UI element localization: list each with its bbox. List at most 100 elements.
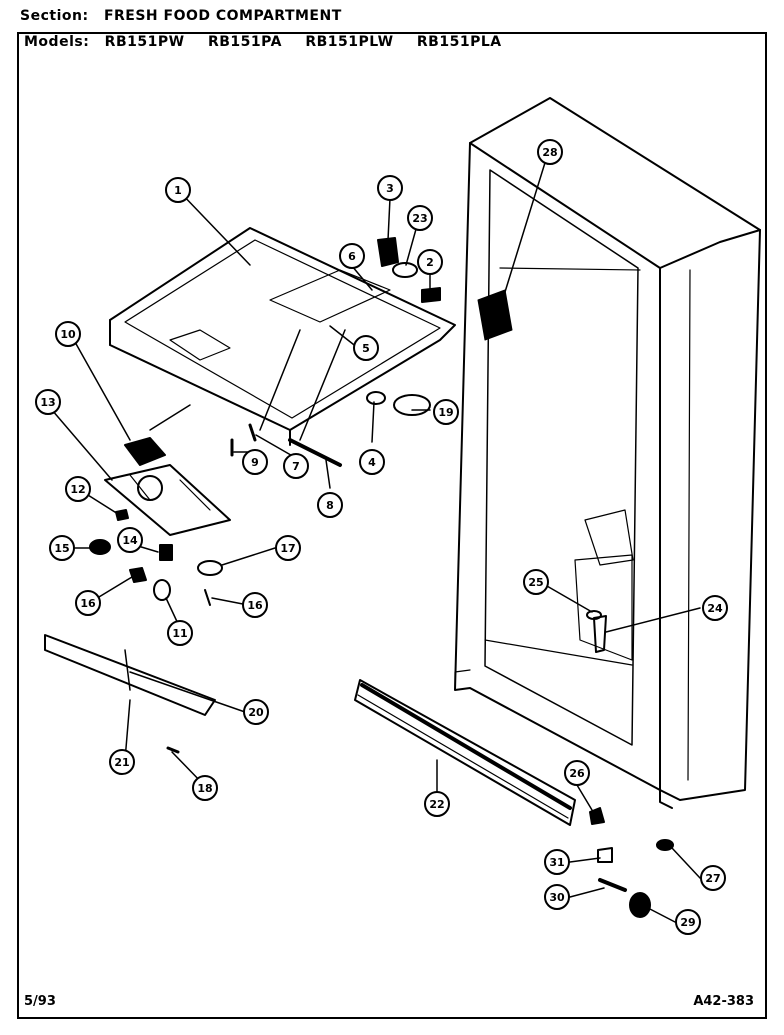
duct-strip xyxy=(288,438,342,467)
callout-label: 28 xyxy=(542,146,557,159)
callout-11: 11 xyxy=(167,620,193,646)
callout-label: 1 xyxy=(174,184,182,197)
callout-label: 9 xyxy=(251,456,259,469)
callout-label: 6 xyxy=(348,250,356,263)
screw-7 xyxy=(248,423,257,442)
callout-label: 10 xyxy=(60,328,76,341)
callout-label: 4 xyxy=(368,456,376,469)
callout-label: 17 xyxy=(280,542,295,555)
callout-label: 13 xyxy=(40,396,55,409)
callout-14: 14 xyxy=(117,527,143,553)
callout-label: 15 xyxy=(54,542,69,555)
callout-27: 27 xyxy=(700,865,726,891)
callout-12: 12 xyxy=(65,476,91,502)
clip-2 xyxy=(421,287,441,303)
clip-27 xyxy=(589,807,605,825)
control-box xyxy=(104,464,231,536)
callout-label: 24 xyxy=(707,602,723,615)
section-header: Section: FRESH FOOD COMPARTMENT xyxy=(20,8,342,24)
screw-19 xyxy=(166,746,180,754)
callout-label: 19 xyxy=(438,406,453,419)
callout-label: 30 xyxy=(549,891,565,904)
model-rb151plw: RB151PLW xyxy=(305,34,394,50)
model-rb151pla: RB151PLA xyxy=(416,34,502,50)
callout-label: 31 xyxy=(549,856,564,869)
lamp-socket-15 xyxy=(89,539,111,555)
leveling-leg-28 xyxy=(656,839,674,851)
callout-label: 14 xyxy=(122,534,138,547)
model-rb151pw: RB151PW xyxy=(104,34,185,50)
revision-date: 5/93 xyxy=(24,994,56,1009)
callout-22: 22 xyxy=(424,791,450,817)
callout-label: 21 xyxy=(114,756,129,769)
callout-17: 17 xyxy=(275,535,301,561)
callout-2: 2 xyxy=(417,249,443,275)
callout-label: 20 xyxy=(248,706,264,719)
document-code: A42-383 xyxy=(693,994,754,1009)
callout-15: 15 xyxy=(49,535,75,561)
callout-18: 18 xyxy=(192,775,218,801)
callout-label: 2 xyxy=(426,256,434,269)
callout-label: 25 xyxy=(528,576,543,589)
axle-31 xyxy=(598,878,627,892)
callout-label: 23 xyxy=(412,212,427,225)
leader-lines xyxy=(51,152,701,923)
callout-label: 7 xyxy=(292,460,300,473)
callout-label: 26 xyxy=(569,767,585,780)
callout-24: 24 xyxy=(702,595,728,621)
callout-label: 27 xyxy=(705,872,720,885)
grommet-18 xyxy=(197,560,223,576)
callout-label: 22 xyxy=(429,798,444,811)
screw-17 xyxy=(204,589,211,606)
callout-label: 8 xyxy=(326,499,334,512)
callout-10: 10 xyxy=(55,321,81,347)
callout-30: 30 xyxy=(544,884,570,910)
callout-21: 21 xyxy=(109,749,135,775)
models-header: Models: RB151PW RB151PA RB151PLW RB151PL… xyxy=(24,34,520,50)
thermostat-3 xyxy=(377,237,399,267)
hinge-bracket xyxy=(477,289,513,341)
callout-label: 3 xyxy=(386,182,394,195)
callout-label: 29 xyxy=(680,916,695,929)
callout-label: 12 xyxy=(70,483,85,496)
control-housing xyxy=(109,227,456,446)
callout-26: 26 xyxy=(564,760,590,786)
screw-25 xyxy=(593,615,607,653)
section-label: Section: xyxy=(20,8,89,24)
callout-19: 19 xyxy=(433,399,459,425)
callout-4: 4 xyxy=(359,449,385,475)
callout-7: 7 xyxy=(283,453,309,479)
bulb-11 xyxy=(153,579,171,601)
callout-5: 5 xyxy=(353,335,379,361)
models-label: Models: xyxy=(24,34,90,50)
callout-13: 13 xyxy=(35,389,61,415)
grommet-26 xyxy=(586,610,602,620)
callout-29: 29 xyxy=(675,909,701,935)
callout-6: 6 xyxy=(339,243,365,269)
callout-28: 28 xyxy=(537,139,563,165)
model-rb151pa: RB151PA xyxy=(207,34,282,50)
callout-16: 16 xyxy=(242,592,268,618)
callout-label: 16 xyxy=(80,597,96,610)
callout-label: 11 xyxy=(172,627,187,640)
callout-1: 1 xyxy=(165,177,191,203)
roller-30 xyxy=(629,892,651,918)
fan-motor xyxy=(124,404,191,466)
support-bracket xyxy=(44,634,216,716)
callout-label: 18 xyxy=(197,782,212,795)
roller-32 xyxy=(597,847,613,863)
switch-14 xyxy=(159,544,173,561)
section-title: FRESH FOOD COMPARTMENT xyxy=(103,8,342,24)
base-grille xyxy=(354,679,576,826)
callout-8: 8 xyxy=(317,492,343,518)
callout-9: 9 xyxy=(242,449,268,475)
callout-16: 16 xyxy=(75,590,101,616)
light-cover-20 xyxy=(393,394,431,416)
callout-20: 20 xyxy=(243,699,269,725)
knob-24 xyxy=(392,262,418,278)
callout-label: 16 xyxy=(247,599,263,612)
cabinet-outline xyxy=(454,97,761,809)
bulb-16 xyxy=(129,567,147,583)
